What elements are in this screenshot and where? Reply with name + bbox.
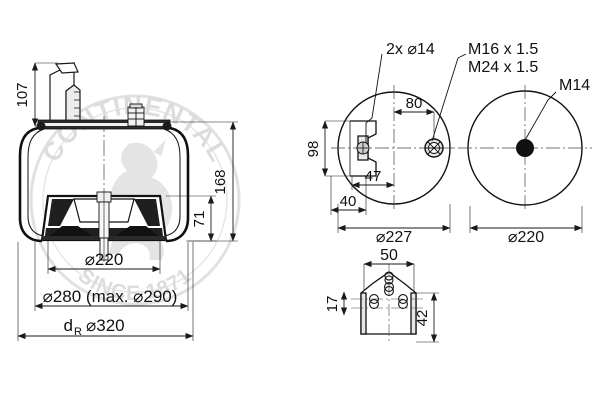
- bracket-body: [360, 271, 417, 335]
- callout-m16: M16 x 1.5: [431, 41, 538, 142]
- dimension-42: 42: [414, 292, 439, 343]
- dimension-47-label: 47: [365, 168, 382, 185]
- dimension-42-label: 42: [414, 310, 431, 327]
- dimension-17-label: 17: [324, 296, 341, 313]
- callout-2x-14-label: 2x ⌀14: [386, 41, 435, 58]
- top-plate-threaded-port: [424, 138, 444, 158]
- dimension-40-label: 40: [340, 193, 357, 210]
- dimension-40: 40: [330, 176, 367, 215]
- bellows-outline: [18, 126, 190, 243]
- bracket-hole-pattern: [369, 271, 408, 309]
- dimension-220b: ⌀220: [469, 206, 583, 246]
- air-port-fitting: [127, 103, 145, 127]
- dimension-50-label: 50: [380, 247, 398, 264]
- dimension-71-label: 71: [191, 211, 208, 228]
- main-section-view: 107 168 71 ⌀220 ⌀280 (max. ⌀: [14, 62, 238, 341]
- callout-m16-label: M16 x 1.5: [468, 41, 538, 58]
- dimension-168-label: 168: [212, 169, 229, 194]
- dimension-50: 50: [363, 247, 415, 291]
- callout-m24-label: M24 x 1.5: [468, 59, 538, 76]
- dimension-220b-label: ⌀220: [508, 229, 544, 246]
- dimension-320: d R ⌀320: [17, 242, 194, 341]
- piston-center-bore: [516, 139, 534, 157]
- dimension-80: 80: [393, 95, 435, 140]
- piston-circular-view: M24 x 1.5 M14 ⌀220: [458, 59, 592, 246]
- dimension-280: ⌀280 (max. ⌀290): [34, 242, 189, 311]
- dimension-320-subscript: R: [74, 326, 82, 338]
- dimension-320-label: ⌀320: [86, 316, 125, 335]
- dimension-227: ⌀227: [337, 204, 451, 246]
- dimension-98-label: 98: [305, 141, 322, 158]
- center-stud: [96, 191, 112, 261]
- dimension-107: 107: [14, 62, 58, 127]
- upper-bracket: [49, 62, 81, 128]
- dimension-220: ⌀220: [47, 240, 161, 274]
- dimension-98: 98: [305, 120, 352, 177]
- callout-m14-label: M14: [559, 77, 590, 94]
- top-cover-plate: [36, 119, 172, 131]
- dimension-80-label: 80: [406, 95, 423, 112]
- dimension-71: 71: [166, 195, 216, 242]
- dimension-17: 17: [324, 291, 348, 316]
- dimension-280-label: ⌀280 (max. ⌀290): [43, 287, 178, 306]
- dimension-47: 47: [351, 168, 395, 190]
- dimension-220-label: ⌀220: [85, 250, 124, 269]
- bellows-inner: [27, 128, 181, 237]
- dimension-107-label: 107: [14, 82, 31, 107]
- callout-2x-14: 2x ⌀14: [365, 41, 435, 143]
- top-plate-circular-view: 2x ⌀14 M16 x 1.5 98 80 47: [305, 41, 538, 246]
- dimension-320-prefix: d: [64, 316, 73, 335]
- top-plate-bracket-profile: [349, 120, 377, 177]
- dimension-227-label: ⌀227: [376, 229, 412, 246]
- bracket-detail-view: 50 17 42: [324, 247, 439, 343]
- callout-m14: M14: [523, 77, 590, 143]
